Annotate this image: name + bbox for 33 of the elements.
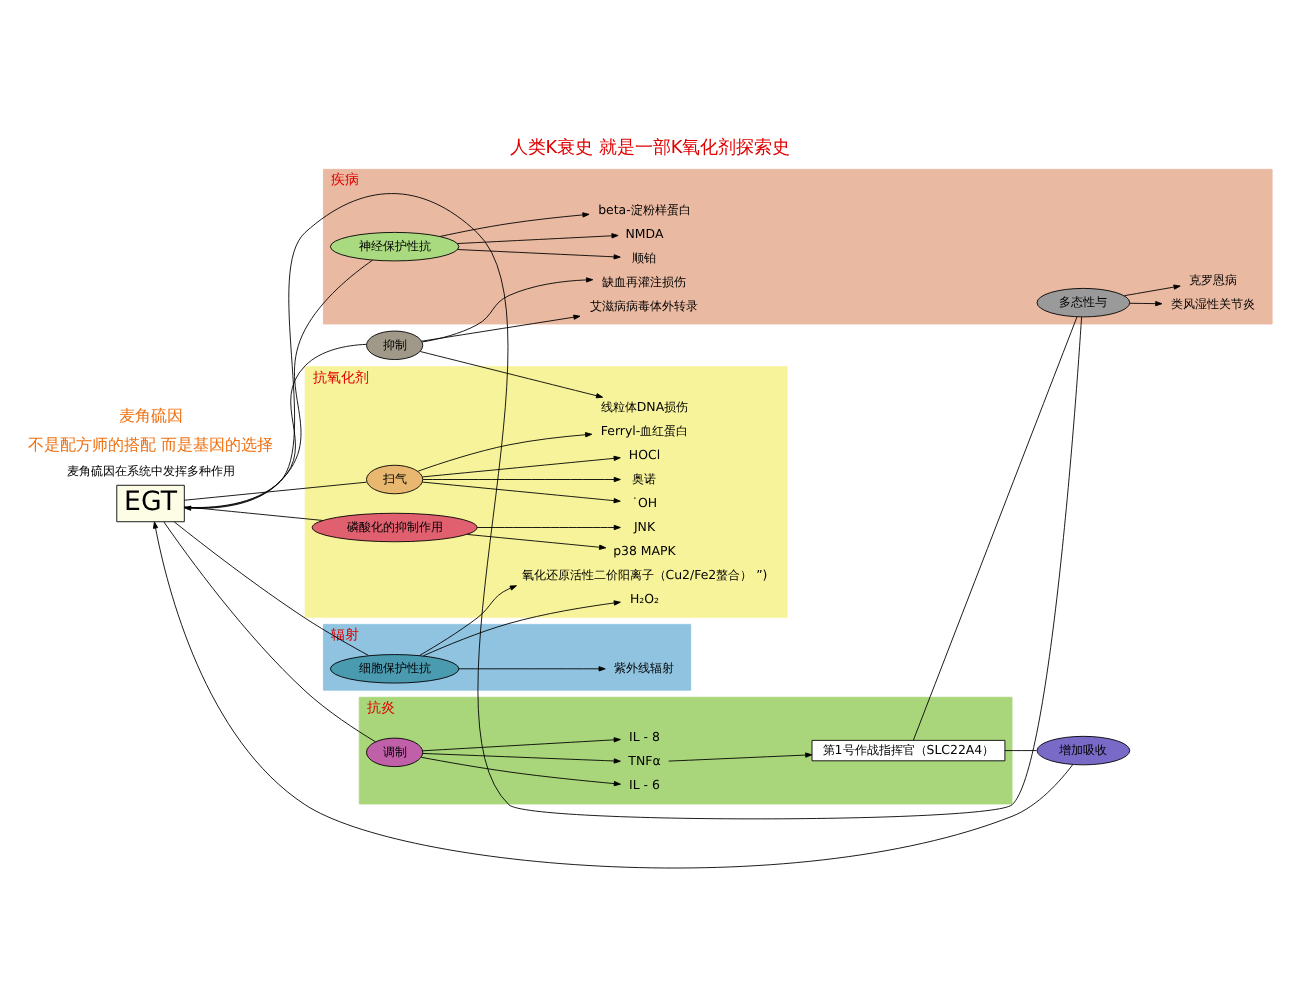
arrow — [421, 277, 594, 343]
arrow — [476, 524, 621, 531]
arrow — [422, 476, 621, 483]
arrow — [419, 351, 604, 399]
connector — [183, 481, 367, 501]
diagram-title: 人类K衰史 就是一部K氧化剂探索史 — [509, 139, 791, 160]
arrow — [421, 314, 581, 342]
arrow — [458, 666, 606, 672]
arrow — [419, 585, 517, 656]
arrow — [422, 600, 621, 657]
arrow — [422, 481, 621, 504]
arrow — [1129, 301, 1163, 307]
node-box: EGT — [116, 484, 185, 523]
arrow — [420, 756, 621, 787]
arrow — [184, 193, 1083, 820]
arrow — [1124, 284, 1181, 297]
connector — [173, 521, 369, 656]
arrow — [152, 521, 1073, 869]
arrow — [417, 432, 593, 472]
arrow — [457, 249, 621, 260]
connector — [183, 506, 323, 521]
arrow — [668, 752, 813, 762]
connector — [184, 259, 373, 509]
arrow — [457, 233, 619, 244]
arrow — [422, 455, 621, 478]
arrow — [422, 737, 621, 752]
arrow — [466, 534, 607, 550]
arrow — [422, 753, 621, 764]
connector — [163, 521, 376, 743]
connector — [913, 316, 1078, 741]
connector — [1004, 750, 1038, 752]
arrow — [439, 212, 590, 237]
connector — [184, 343, 367, 508]
